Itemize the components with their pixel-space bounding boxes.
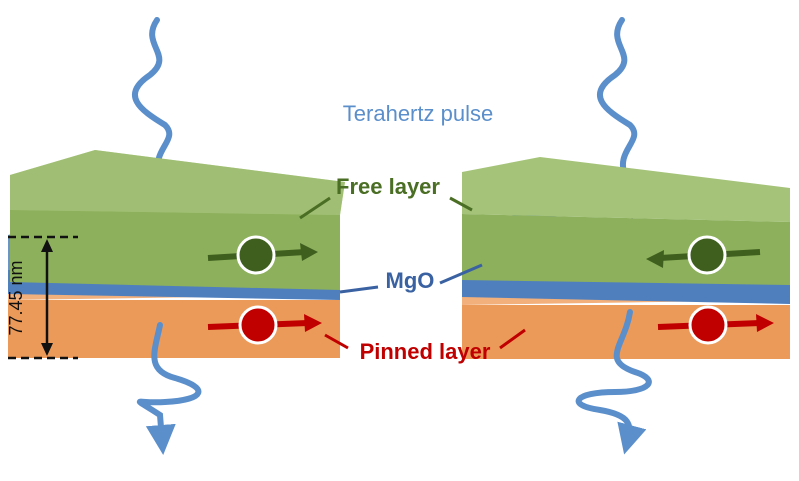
pinned-layer-label: Pinned layer — [360, 339, 491, 364]
right-pinned-spin — [657, 305, 774, 345]
free-layer-label: Free layer — [336, 174, 440, 199]
left-pinned-spin — [207, 305, 322, 345]
free-layer-leader-right — [449, 196, 473, 212]
right-free-top — [462, 157, 790, 222]
mgo-leader-right — [439, 263, 483, 285]
thickness-dimension — [8, 235, 78, 360]
right-free-spin — [646, 235, 761, 275]
right-free-front — [462, 214, 790, 285]
left-pinned-front — [8, 300, 340, 358]
free-layer-leader-left — [299, 196, 331, 220]
mgo-label: MgO — [386, 268, 435, 293]
right-incoming-wave — [597, 17, 643, 220]
left-outgoing-wave — [136, 322, 202, 455]
thickness-label: 77.45 nm — [6, 260, 26, 335]
terahertz-pulse-label: Terahertz pulse — [343, 101, 493, 126]
left-incoming-wave — [132, 17, 178, 220]
right-outgoing-wave — [575, 309, 652, 455]
pinned-leader-left — [324, 333, 349, 350]
mgo-leader-left — [339, 285, 379, 294]
pinned-leader-right — [499, 328, 526, 350]
left-free-spin — [207, 235, 318, 275]
left-device — [8, 17, 345, 455]
right-device — [462, 17, 790, 455]
